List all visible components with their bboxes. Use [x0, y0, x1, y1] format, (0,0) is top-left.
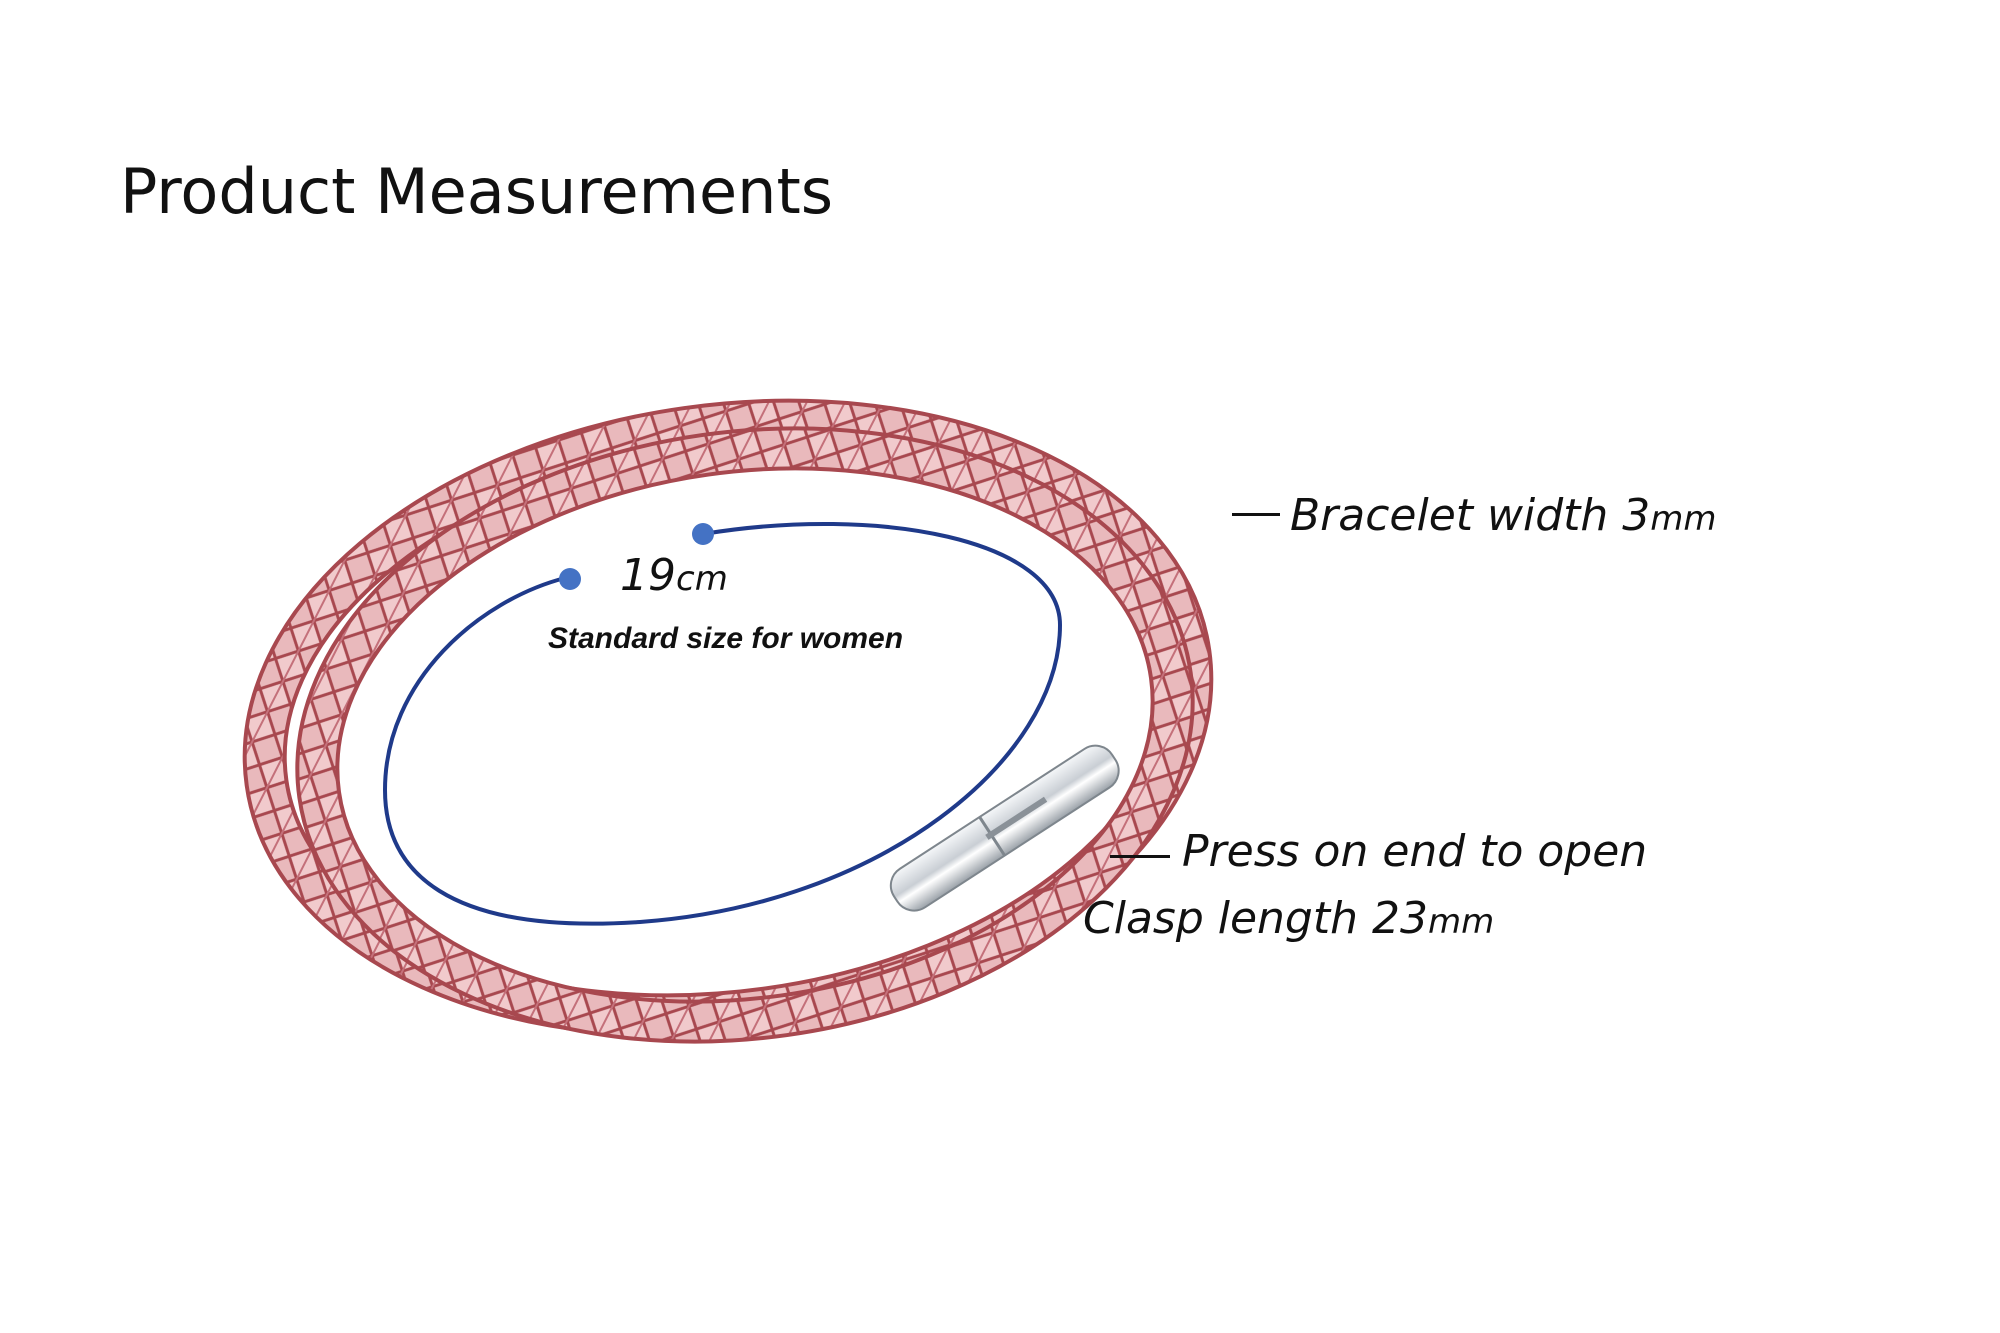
clasp-length-unit: mm — [1427, 902, 1495, 942]
clasp-length-text: Clasp length 23 — [1083, 893, 1428, 944]
clasp-length-label: Clasp length 23mm — [1083, 893, 1494, 944]
circumference-label: 19cm — [620, 550, 728, 601]
page-title: Product Measurements — [120, 155, 834, 228]
bracelet-width-label: Bracelet width 3mm — [1290, 490, 1717, 541]
fit-label: Standard size for women — [548, 622, 904, 655]
circumference-arc — [382, 521, 1063, 926]
press-to-open-label: Press on end to open — [1182, 826, 1648, 877]
arc-end-dot — [692, 523, 714, 545]
bracelet-width-text: Bracelet width 3 — [1290, 490, 1651, 541]
width-leader-line — [1232, 513, 1280, 516]
circumference-unit: cm — [676, 559, 728, 599]
bracelet-width-unit: mm — [1650, 499, 1717, 539]
circumference-value: 19 — [620, 550, 676, 601]
press-leader-line — [1110, 855, 1170, 858]
leather-strand-inner — [295, 426, 1195, 1044]
clasp — [889, 744, 1120, 912]
arc-start-dot — [559, 568, 581, 590]
